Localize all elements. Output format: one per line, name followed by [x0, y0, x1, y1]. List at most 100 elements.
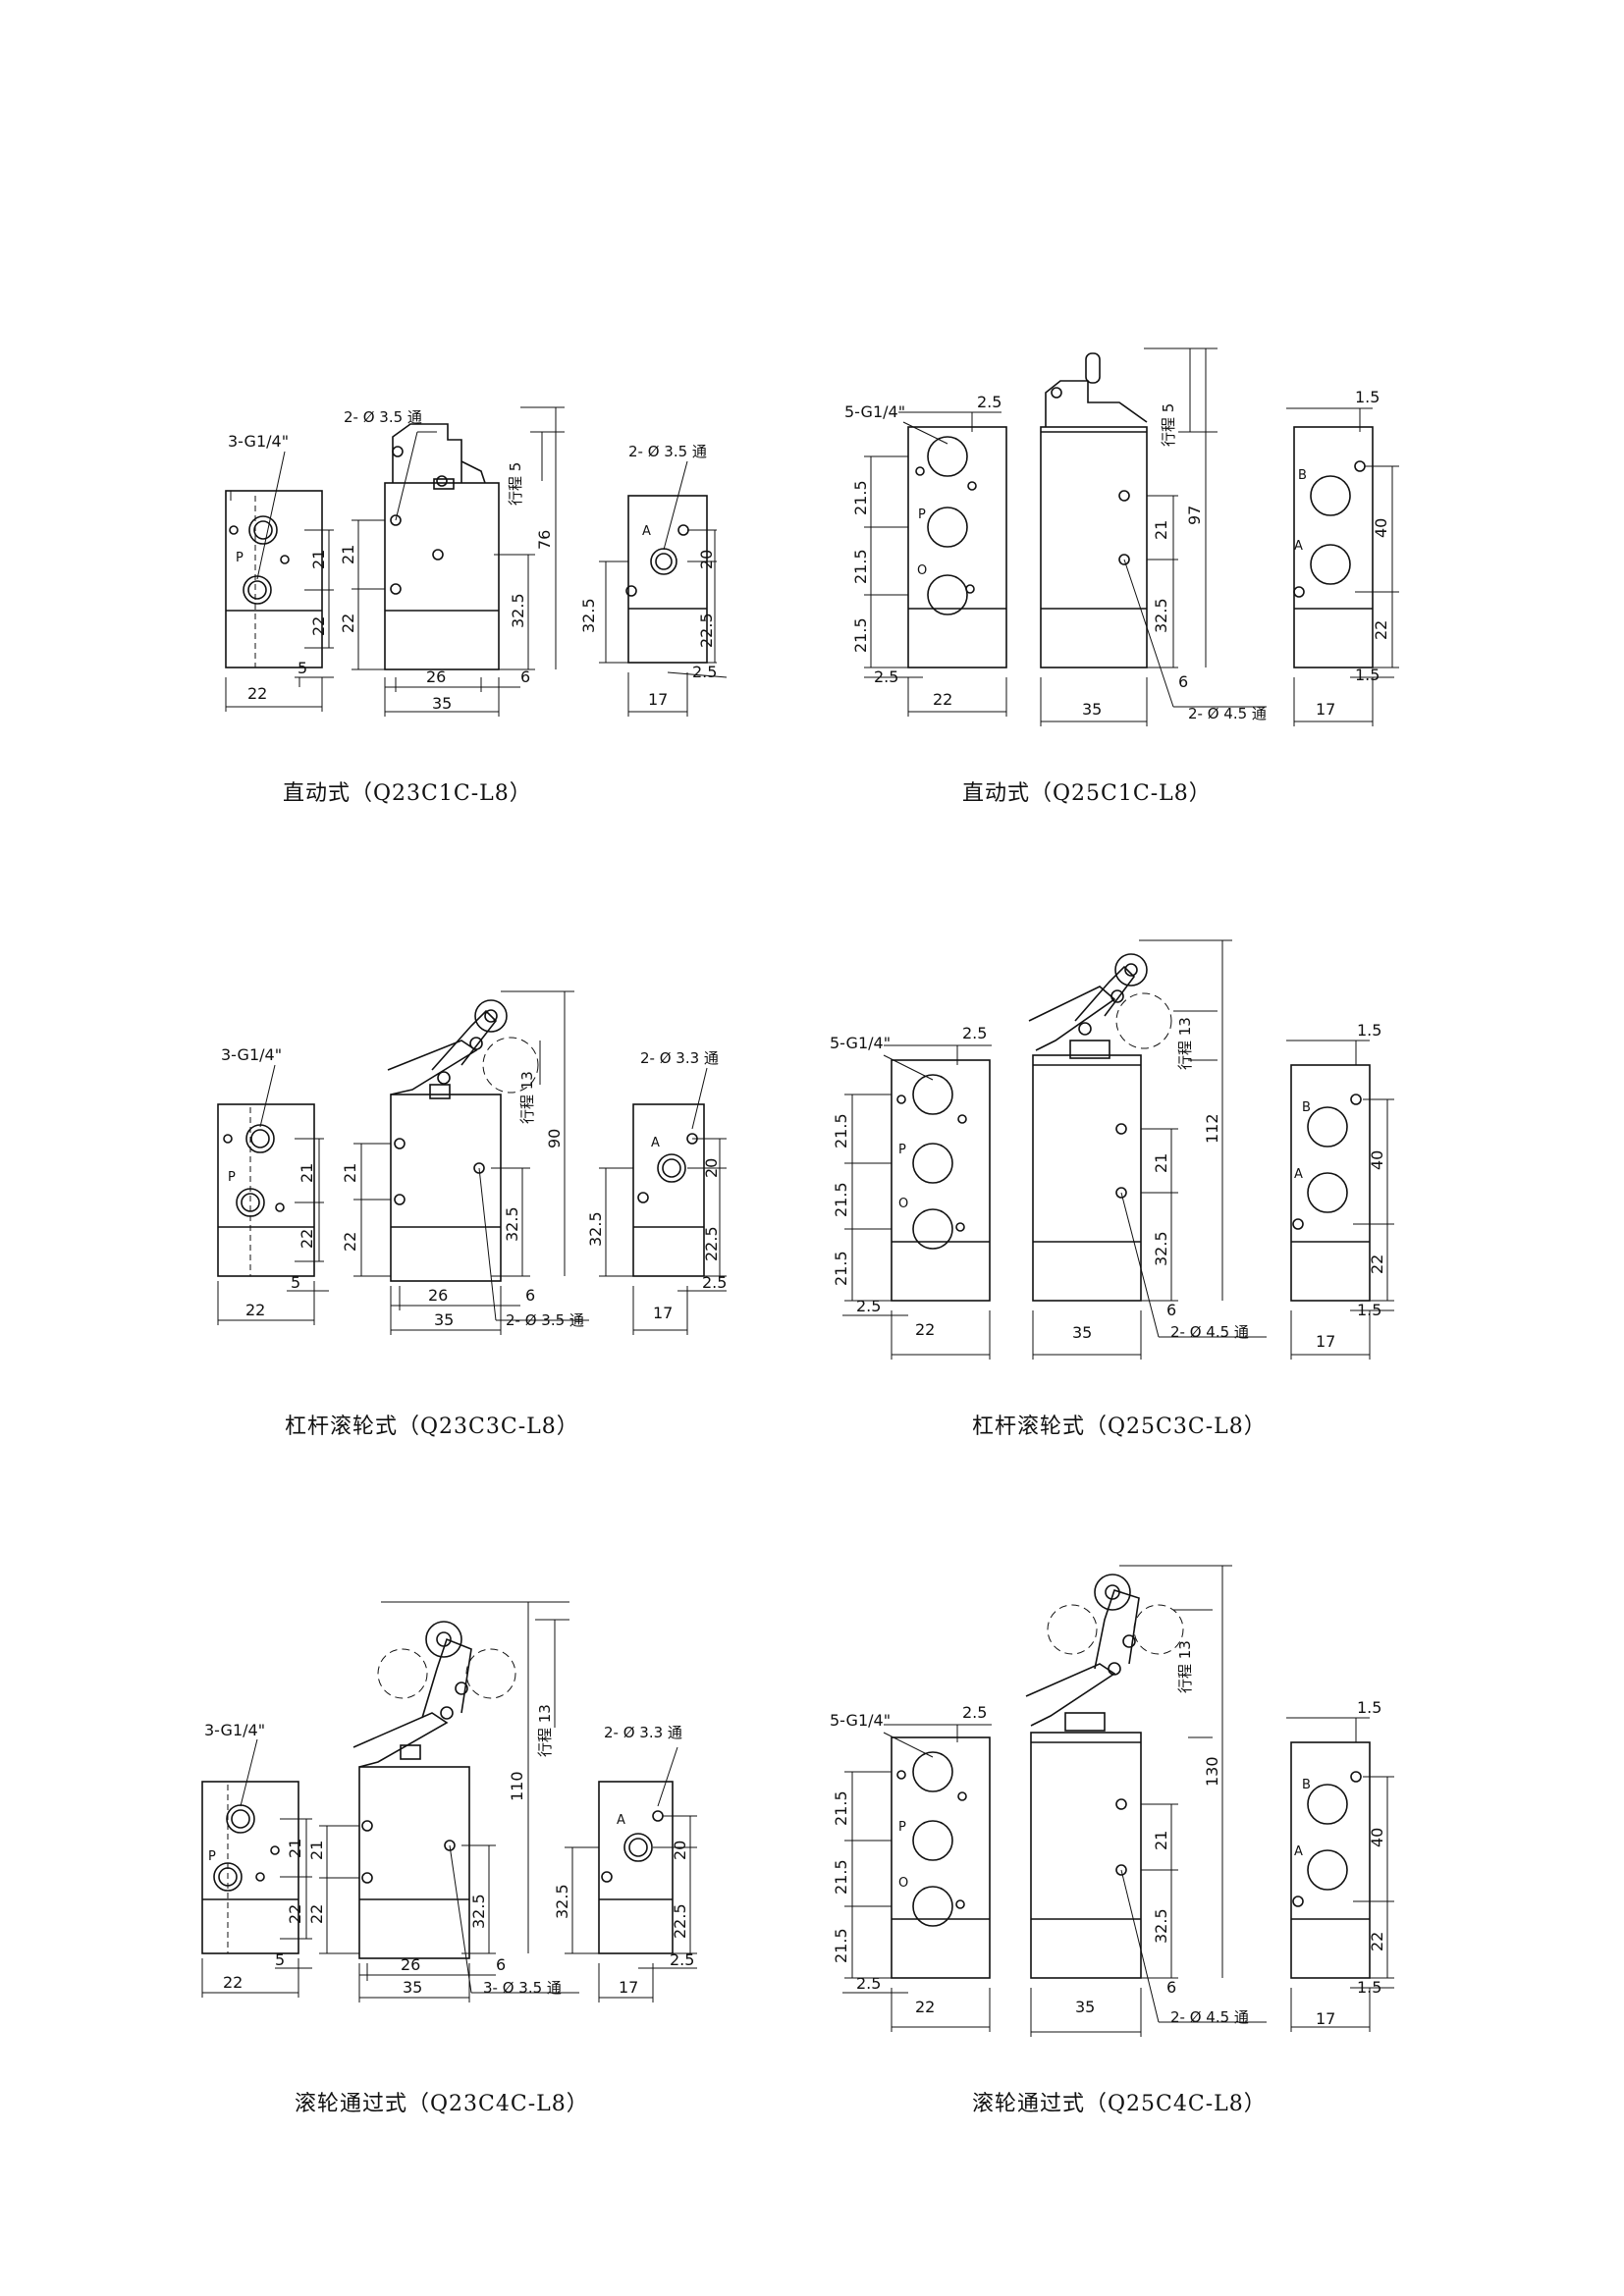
q23c1c-dim-76: 76 [535, 530, 554, 550]
q23c4c-dim-26: 26 [401, 1955, 420, 1974]
q25c4c-dim-32-5: 32.5 [1152, 1908, 1170, 1944]
caption-q23c3c: 杠杆滚轮式（Q23C3C-L8） [285, 1415, 579, 1439]
q25c1c-port-p [927, 507, 968, 548]
q23c1c-port-a [248, 515, 278, 545]
q23c4c-dim-21: 21 [286, 1839, 304, 1858]
q23c1c-dim-26: 26 [426, 667, 446, 686]
q23c1c-top-dim-32-5: 32.5 [579, 598, 598, 633]
q23c4c-front-body [358, 1766, 470, 1959]
q23c4c-top-port-a-label: A [617, 1813, 625, 1828]
q23c4c-top-body [598, 1781, 674, 1954]
q23c1c-drawing [225, 406, 728, 717]
q23c3c-front-dim-22: 22 [341, 1232, 359, 1252]
q25c1c-top-body [1293, 426, 1374, 668]
q25c1c-top-dim-1-5b: 1.5 [1355, 666, 1380, 684]
caption-q25c3c: 杠杆滚轮式（Q25C3C-L8） [972, 1415, 1267, 1439]
q25c1c-top-port-b-label: B [1298, 468, 1307, 483]
q23c4c-dim-22b: 22 [223, 1973, 243, 1992]
q23c3c-dim-35: 35 [434, 1310, 454, 1329]
q25c3c-top-port-a-label: A [1294, 1167, 1303, 1182]
q23c1c-dim-35: 35 [432, 694, 452, 713]
q25c4c-dim-35: 35 [1075, 1998, 1095, 2016]
q25c4c-dim-21: 21 [1152, 1831, 1170, 1850]
q23c3c-front-body [390, 1094, 502, 1282]
q23c1c-dim-6: 6 [520, 667, 530, 686]
q23c3c-top-hole-callout: 2- Ø 3.3 通 [640, 1049, 719, 1067]
q25c4c-top-port-a [1307, 1849, 1348, 1891]
q23c3c-dim-26: 26 [428, 1286, 448, 1305]
q25c4c-top-dim-17: 17 [1316, 2009, 1335, 2028]
q23c1c-dim-21: 21 [309, 550, 328, 569]
q25c3c-dim-2-5b: 2.5 [856, 1297, 881, 1315]
dimension-labels: 3-G1/4" P 22 5 21 22 2- Ø 3.5 通 21 22 26… [204, 388, 1390, 2028]
q25c4c-top-dim-40: 40 [1368, 1828, 1386, 1847]
q23c3c-top-port-a-label: A [651, 1136, 660, 1150]
q23c4c-port-p [213, 1862, 243, 1892]
q25c3c-top-dim-1-5b: 1.5 [1357, 1301, 1381, 1319]
q25c4c-dim-22: 22 [915, 1998, 935, 2016]
q25c3c-top-dim-1-5a: 1.5 [1357, 1021, 1381, 1040]
q23c1c-dim-5: 5 [298, 659, 307, 677]
q25c1c-port-a [927, 436, 968, 477]
q23c3c-top-dim-32-5: 32.5 [586, 1211, 605, 1247]
q25c3c-dim-21-5a: 21.5 [832, 1113, 850, 1148]
q23c3c-dim-90: 90 [545, 1129, 564, 1148]
q23c1c-top-dim-22-5: 22.5 [697, 613, 716, 648]
q25c3c-drawing [842, 939, 1394, 1360]
q25c4c-top-dim-1-5b: 1.5 [1357, 1978, 1381, 1997]
q25c4c-drawing [842, 1565, 1394, 2037]
q25c4c-top-dim-1-5a: 1.5 [1357, 1698, 1381, 1717]
caption-q23c1c: 直动式（Q23C1C-L8） [283, 781, 532, 806]
q23c3c-port-callout: 3-G1/4" [221, 1045, 282, 1064]
q23c3c-port-p-label: P [228, 1170, 236, 1185]
q23c3c-dim-5: 5 [291, 1273, 300, 1292]
q25c3c-roller [1114, 953, 1148, 987]
q23c4c-dim-110: 110 [508, 1771, 526, 1801]
q23c4c-top-dim-22-5: 22.5 [671, 1903, 689, 1939]
q23c3c-top-dim-2-5: 2.5 [702, 1273, 727, 1292]
q25c1c-top-dim-1-5a: 1.5 [1355, 388, 1380, 406]
q25c3c-port-p-label: P [898, 1143, 906, 1157]
q25c1c-dim-21-5a: 21.5 [851, 480, 870, 515]
q23c4c-stroke: 行程 13 [536, 1704, 554, 1757]
q25c1c-dim-2-5b: 2.5 [874, 667, 898, 686]
q23c4c-front-dim-21: 21 [307, 1841, 326, 1860]
q23c1c-top-port [650, 548, 677, 575]
q23c3c-top-dim-22-5: 22.5 [702, 1226, 721, 1261]
q23c1c-top-port-a-label: A [642, 524, 651, 539]
q23c1c-port-p-label: P [236, 551, 244, 565]
q23c1c-side-body [225, 490, 323, 668]
q23c4c-top-dim-17: 17 [619, 1978, 638, 1997]
q23c3c-dim-21: 21 [298, 1163, 316, 1183]
q25c1c-dim-97: 97 [1185, 506, 1204, 525]
q23c1c-front-dim-22: 22 [339, 614, 357, 633]
q23c1c-stroke: 行程 5 [507, 462, 524, 506]
q23c1c-dim-22: 22 [247, 684, 267, 703]
q25c1c-dim-22: 22 [933, 690, 952, 709]
q25c3c-top-dim-22: 22 [1368, 1255, 1386, 1274]
q23c4c-port-a [226, 1804, 255, 1834]
q25c1c-port-p-label: P [918, 507, 926, 522]
q25c3c-port-o-label: O [898, 1197, 908, 1211]
q25c3c-dim-2-5: 2.5 [962, 1024, 987, 1042]
q25c4c-port-b [912, 1886, 953, 1927]
q23c3c-lever-arm [387, 1040, 478, 1095]
q23c1c-top-dim-2-5: 2.5 [692, 663, 717, 681]
q23c4c-top-hole-callout: 2- Ø 3.3 通 [604, 1724, 682, 1741]
q25c1c-top-dim-40: 40 [1372, 518, 1390, 538]
q25c4c-dim-2-5b: 2.5 [856, 1974, 881, 1993]
caption-q23c4c: 滚轮通过式（Q23C4C-L8） [295, 2092, 589, 2116]
q25c3c-top-port-a [1307, 1172, 1348, 1213]
q25c3c-dim-6: 6 [1166, 1301, 1176, 1319]
q23c1c-top-body [627, 495, 708, 664]
q25c1c-port-callout: 5-G1/4" [844, 402, 905, 421]
q23c3c-side-body [217, 1103, 315, 1277]
q23c1c-front-dim-21: 21 [339, 545, 357, 564]
q25c1c-dim-21-5c: 21.5 [851, 617, 870, 653]
q25c1c-dim-2-5: 2.5 [977, 393, 1001, 411]
q23c4c-top-dim-20: 20 [671, 1841, 689, 1860]
q25c1c-top-port-a [1310, 544, 1351, 585]
q23c3c-drawing [217, 990, 727, 1335]
q25c3c-side-body [891, 1059, 991, 1302]
q25c3c-dim-32-5: 32.5 [1152, 1231, 1170, 1266]
